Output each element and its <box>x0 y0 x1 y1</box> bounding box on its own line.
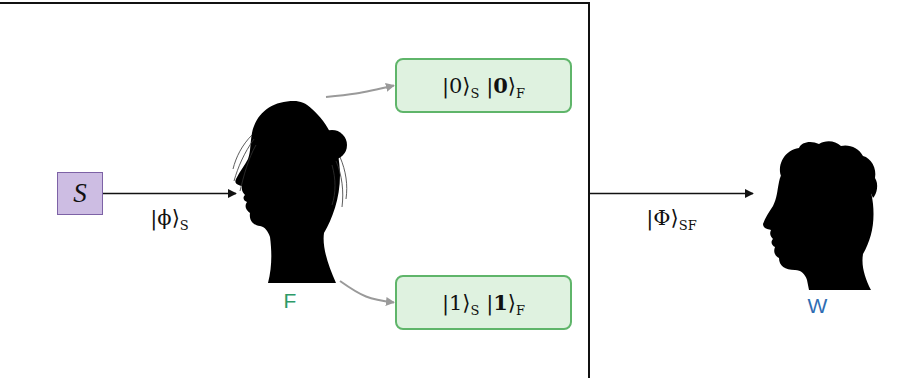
system-label: S <box>73 178 87 209</box>
hair-strand <box>340 157 347 199</box>
measurement-arrow <box>326 86 394 98</box>
head-profile <box>235 101 340 283</box>
observer-figure: F <box>232 95 348 283</box>
observer-label: F <box>232 289 348 313</box>
observer-figure: W <box>755 140 880 290</box>
wigner-silhouette <box>755 140 880 290</box>
friend-silhouette <box>232 95 348 283</box>
hair-strand <box>240 145 256 191</box>
source-box: S <box>57 172 103 215</box>
state-label: |0⟩S |0⟩F <box>442 73 525 98</box>
outcome-box: |1⟩S |1⟩F <box>395 275 572 330</box>
lab-frame: S F |0⟩S |0⟩F |1⟩S |1⟩F <box>0 2 590 378</box>
state-arrow <box>590 193 753 195</box>
hair-strand <box>233 135 252 169</box>
state-label: |1⟩S |1⟩F <box>442 290 525 315</box>
state-label: |Φ⟩SF <box>643 206 699 230</box>
outcome-box: |0⟩S |0⟩F <box>395 58 572 113</box>
hair <box>780 141 877 198</box>
state-label: |ϕ⟩S <box>147 206 192 230</box>
state-arrow <box>103 193 236 195</box>
hair-strand <box>332 165 335 205</box>
measurement-arrow <box>340 281 394 303</box>
hair-strand <box>336 161 343 207</box>
observer-label: W <box>755 294 880 318</box>
